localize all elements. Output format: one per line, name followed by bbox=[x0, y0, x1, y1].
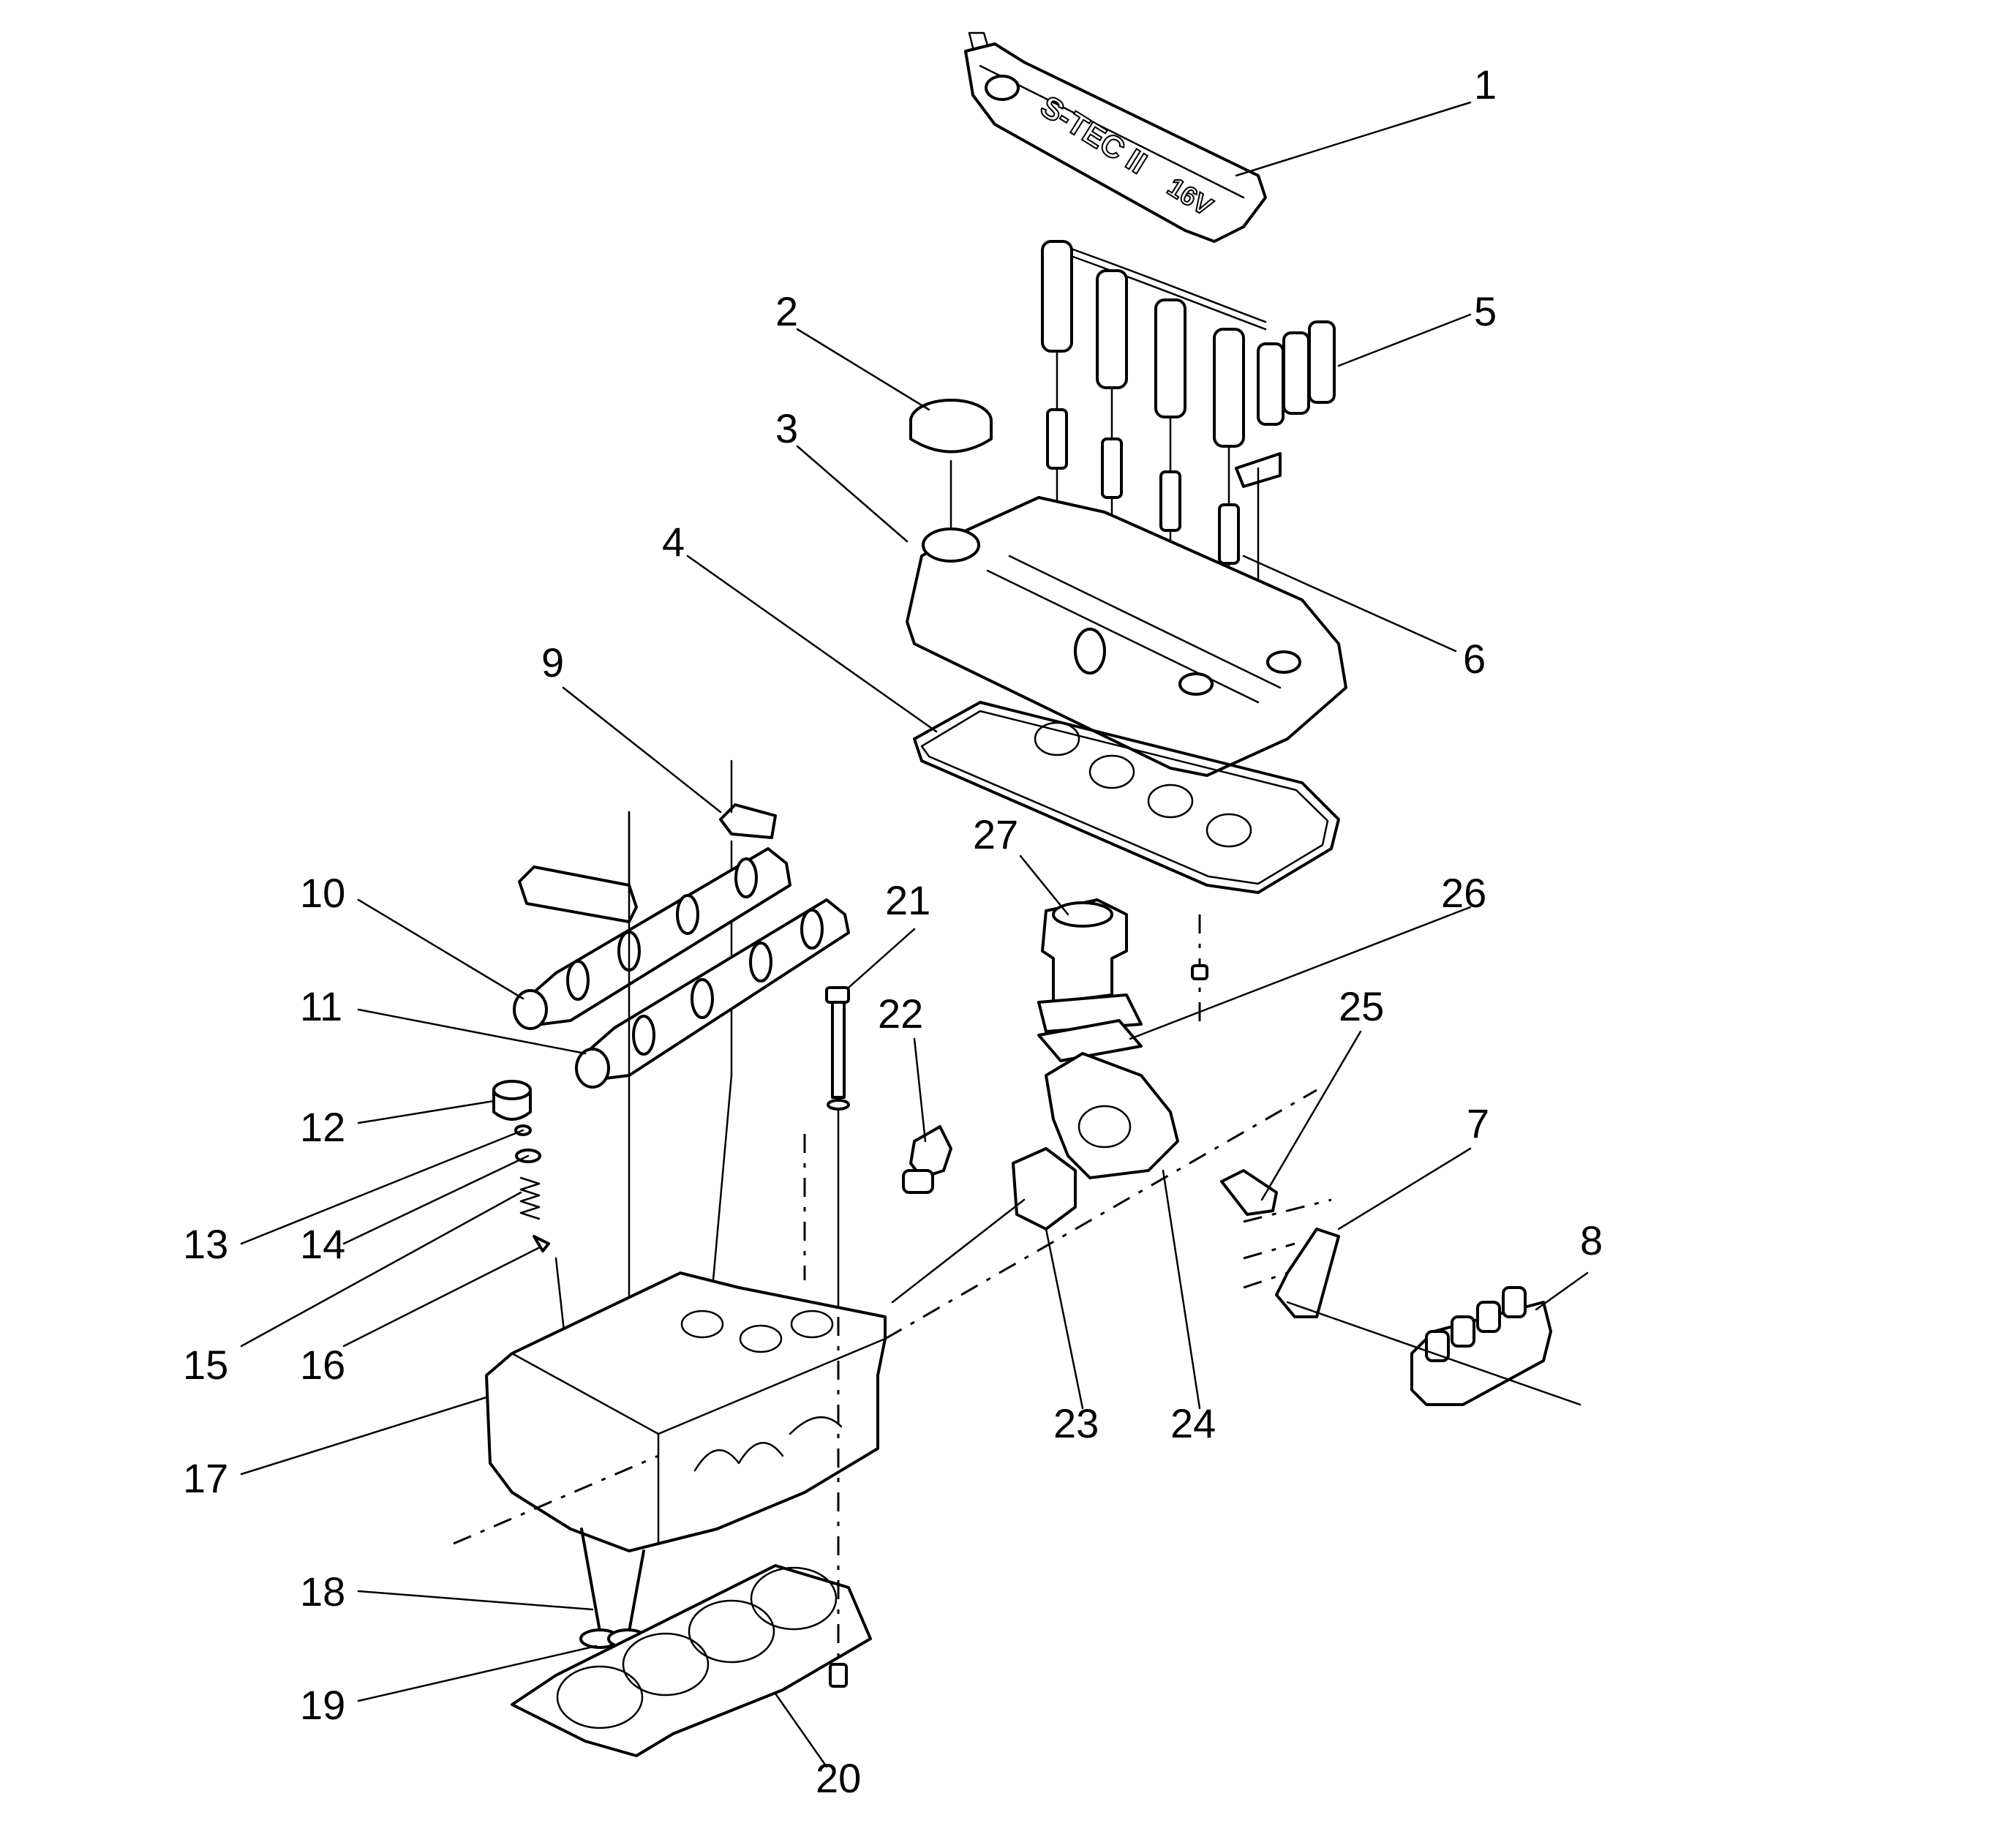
callout-7: 7 bbox=[1467, 1100, 1489, 1146]
egr-valve-part bbox=[1037, 898, 1143, 1033]
engine-cover-part: S-TEC II 16V bbox=[964, 31, 1267, 243]
thermostat-gasket-part bbox=[1012, 1147, 1077, 1231]
camshaft-position-sensor-part bbox=[902, 1125, 952, 1194]
valve-lifter-part bbox=[492, 1080, 532, 1121]
callout-23: 23 bbox=[1053, 1400, 1099, 1446]
valve-stem-seal-part bbox=[533, 1235, 550, 1252]
ignition-coil-part bbox=[1410, 1286, 1552, 1406]
oil-filler-cap-part bbox=[909, 399, 993, 528]
cylinder-head-bolt-part bbox=[825, 986, 850, 1311]
callout-1: 1 bbox=[1474, 61, 1497, 108]
callout-19: 19 bbox=[300, 1682, 345, 1728]
callout-8: 8 bbox=[1580, 1217, 1603, 1263]
exhaust-camshaft-part bbox=[513, 847, 791, 1030]
callout-26: 26 bbox=[1441, 870, 1486, 916]
callout-15: 15 bbox=[183, 1342, 228, 1388]
ignition-wire-set-part bbox=[1041, 240, 1336, 448]
valve-cover-part bbox=[906, 496, 1347, 777]
callout-9: 9 bbox=[541, 639, 564, 685]
callout-14: 14 bbox=[300, 1221, 345, 1267]
callout-12: 12 bbox=[300, 1104, 345, 1150]
callout-5: 5 bbox=[1474, 288, 1497, 334]
egr-gasket-part bbox=[1037, 1019, 1143, 1062]
callout-leaders bbox=[240, 101, 1589, 1768]
callout-6: 6 bbox=[1463, 636, 1486, 682]
valve-spring-part bbox=[519, 1176, 541, 1220]
callout-labels: 1 2 3 4 5 6 7 8 9 10 11 12 13 14 15 16 1… bbox=[183, 61, 1603, 1801]
callout-22: 22 bbox=[878, 991, 923, 1037]
callout-13: 13 bbox=[183, 1221, 228, 1267]
egr-adapter-part bbox=[1045, 1052, 1179, 1179]
callout-11: 11 bbox=[300, 983, 342, 1029]
callout-27: 27 bbox=[973, 811, 1018, 857]
callout-24: 24 bbox=[1170, 1400, 1216, 1446]
callout-4: 4 bbox=[662, 519, 685, 565]
callout-21: 21 bbox=[885, 877, 930, 923]
cylinder-head-gasket-part bbox=[511, 1564, 872, 1757]
cylinder-head-part bbox=[485, 1271, 887, 1552]
ignition-coil-bracket-part bbox=[1275, 1228, 1340, 1318]
coolant-temp-sensor-part bbox=[1220, 1169, 1278, 1216]
callout-18: 18 bbox=[300, 1568, 345, 1615]
intake-camshaft-part bbox=[575, 898, 850, 1089]
callout-16: 16 bbox=[300, 1342, 345, 1388]
callout-3: 3 bbox=[775, 405, 798, 451]
valve-cover-gasket-part bbox=[913, 701, 1340, 894]
callout-25: 25 bbox=[1339, 983, 1384, 1029]
callout-17: 17 bbox=[183, 1455, 228, 1501]
callout-10: 10 bbox=[300, 870, 345, 916]
callout-20: 20 bbox=[816, 1755, 861, 1801]
callout-2: 2 bbox=[775, 288, 798, 334]
